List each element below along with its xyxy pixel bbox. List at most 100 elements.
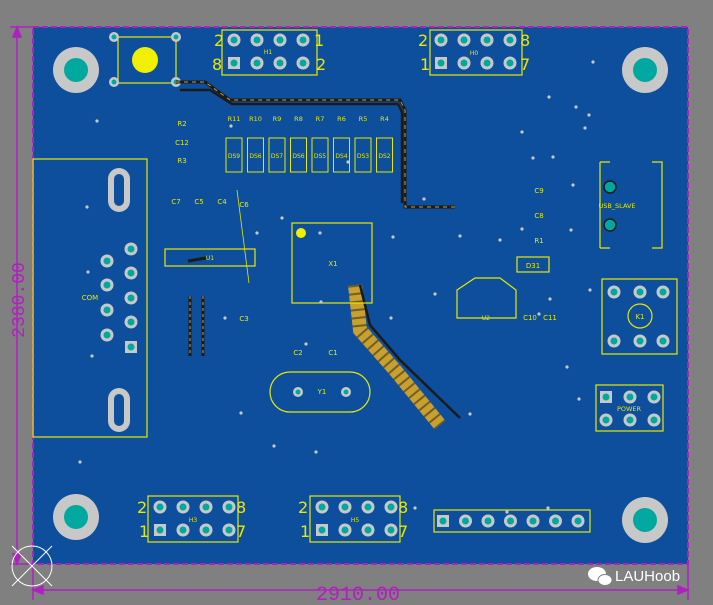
- label-usb: USB_SLAVE: [598, 202, 635, 210]
- via: [413, 506, 417, 510]
- pad: [273, 56, 287, 70]
- label-r1: R1: [534, 237, 543, 245]
- via: [255, 231, 259, 235]
- led-outline: [290, 137, 307, 173]
- power-footprint: POWER: [595, 384, 664, 432]
- via: [391, 235, 395, 239]
- label-c2: C2: [293, 349, 302, 357]
- header-h1-pin-label: 2: [316, 55, 326, 74]
- pad: [296, 56, 310, 70]
- label-c9: C9: [534, 187, 543, 195]
- width-dimension: [30, 564, 691, 600]
- pad: [434, 33, 448, 47]
- pad: [250, 33, 264, 47]
- pad: [647, 390, 661, 404]
- pad: [125, 341, 137, 353]
- pad: [228, 57, 240, 69]
- via: [571, 183, 575, 187]
- via: [505, 510, 509, 514]
- via: [565, 365, 569, 369]
- via: [318, 231, 322, 235]
- pad: [599, 413, 613, 427]
- header-h5-pin-label: 8: [398, 498, 408, 517]
- label-c4: C4: [217, 198, 227, 206]
- pad: [315, 500, 329, 514]
- via: [319, 300, 323, 304]
- pad: [459, 514, 472, 528]
- via: [591, 60, 595, 64]
- mounting-hole: [53, 47, 99, 93]
- label-r3: R3: [177, 157, 186, 165]
- trace-group-bus: [348, 284, 461, 430]
- pad: [480, 33, 494, 47]
- label-c5: C5: [194, 198, 203, 206]
- header-h0-pin-label: 1: [420, 55, 430, 74]
- resistor-label: R8: [294, 115, 303, 123]
- header-h0-pin-label: 2: [418, 31, 428, 50]
- pad: [124, 291, 138, 305]
- pad: [222, 523, 236, 537]
- via: [239, 411, 243, 415]
- led-outline: [376, 137, 393, 173]
- led-label: DS6: [249, 153, 261, 160]
- label-c8: C8: [534, 212, 543, 220]
- pad: [222, 500, 236, 514]
- pad: [361, 523, 375, 537]
- via: [78, 460, 82, 464]
- pad: [480, 56, 494, 70]
- height-dimension-label: 2380.00: [10, 262, 30, 338]
- header-h5: H5 2 8 1 7: [298, 495, 408, 543]
- via: [90, 354, 94, 358]
- pad: [176, 500, 190, 514]
- via-scatter: [78, 60, 595, 514]
- pad: [176, 523, 190, 537]
- label-d31: D31: [526, 262, 540, 270]
- pad: [600, 391, 612, 403]
- header-h3-pin-label: 1: [139, 522, 149, 541]
- pad: [154, 524, 166, 536]
- label-y1: Y1: [317, 388, 327, 396]
- pad: [250, 56, 264, 70]
- via: [574, 105, 578, 109]
- label-x1: X1: [328, 260, 337, 268]
- via: [551, 155, 555, 159]
- com-label: COM: [82, 294, 98, 302]
- pad: [199, 523, 213, 537]
- via: [587, 113, 591, 117]
- label-c7: C7: [171, 198, 180, 206]
- x1-footprint: [291, 222, 373, 304]
- via: [280, 216, 284, 220]
- pad: [384, 500, 398, 514]
- resistor-label: R7: [316, 115, 325, 123]
- label-u1: U1: [206, 255, 214, 262]
- via: [546, 506, 550, 510]
- label-c10: C10: [523, 314, 537, 322]
- via: [433, 292, 437, 296]
- via: [577, 397, 581, 401]
- pad: [503, 33, 517, 47]
- label-k1: K1: [635, 313, 644, 321]
- pad: [437, 515, 449, 527]
- header-h5-pin-label: 7: [398, 522, 408, 541]
- mounting-hole: [53, 494, 99, 540]
- led-outline: [247, 137, 264, 173]
- pad: [124, 242, 138, 256]
- via: [229, 124, 233, 128]
- via: [223, 316, 227, 320]
- resistor-label: R11: [228, 115, 241, 123]
- led-label: DS7: [271, 153, 283, 160]
- label-u2: U2: [482, 315, 490, 322]
- led-outline: [333, 137, 350, 173]
- pad: [481, 514, 495, 528]
- led-label: DS4: [335, 153, 347, 160]
- header-h0-pin-label: 8: [520, 31, 530, 50]
- pad: [457, 56, 471, 70]
- pad: [435, 57, 447, 69]
- via: [422, 197, 426, 201]
- header-bottom-row: [433, 509, 591, 533]
- header-h3-name: H3: [189, 517, 198, 524]
- label-c12: C12: [175, 139, 189, 147]
